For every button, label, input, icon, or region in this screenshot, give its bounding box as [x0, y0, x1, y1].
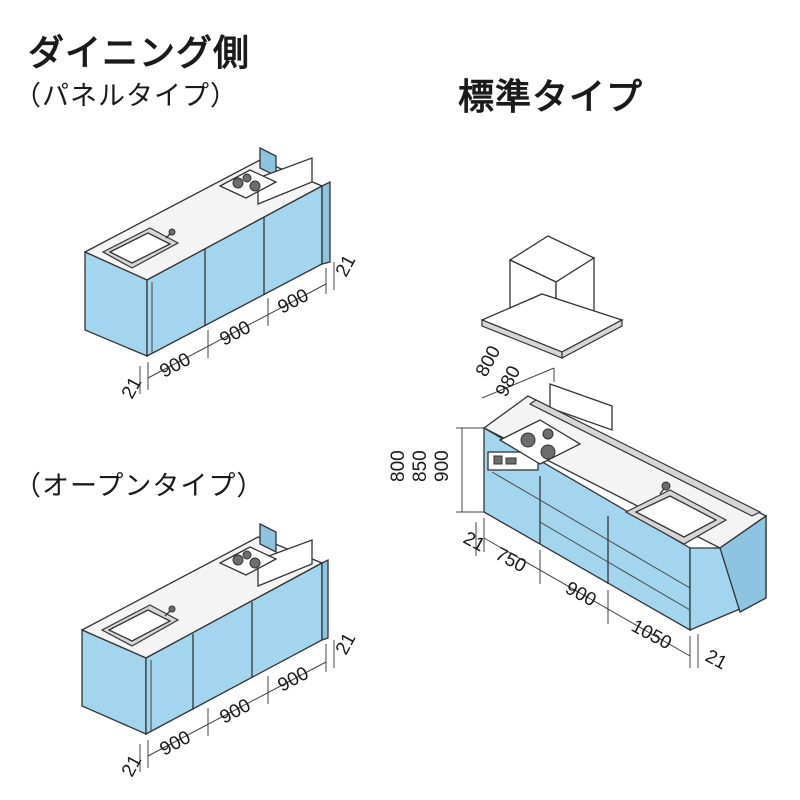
std-dim-4: 21: [702, 646, 731, 674]
std-dim-3: 1050: [628, 616, 675, 654]
panel-type-title: （パネルタイプ）: [14, 81, 238, 112]
panel-dim-2: 900: [216, 317, 254, 350]
open-type-title: （オープンタイプ）: [14, 471, 265, 502]
panel-dim-4: 21: [332, 252, 360, 281]
panel-type-kitchen: [83, 146, 331, 358]
height-dim-0: 800: [388, 450, 409, 482]
std-dim-1: 750: [492, 544, 530, 577]
standard-type-kitchen: [482, 383, 768, 632]
open-dim-0: 21: [118, 752, 146, 781]
open-dim-1: 900: [156, 727, 194, 760]
standard-type-title: 標準タイプ: [458, 77, 644, 118]
height-dim-1: 850: [410, 450, 431, 482]
range-hood: [480, 235, 624, 359]
panel-dim-3: 900: [274, 285, 312, 318]
panel-dim-1: 900: [156, 349, 194, 382]
open-dim-4: 21: [332, 630, 360, 659]
open-dim-2: 900: [216, 695, 254, 728]
dining-side-title: ダイニング側: [28, 33, 251, 74]
open-dim-3: 900: [274, 663, 312, 696]
std-dim-2: 900: [562, 578, 600, 611]
height-dim-2: 900: [432, 450, 453, 482]
panel-dim-0: 21: [118, 374, 146, 403]
open-type-kitchen: [80, 522, 329, 736]
